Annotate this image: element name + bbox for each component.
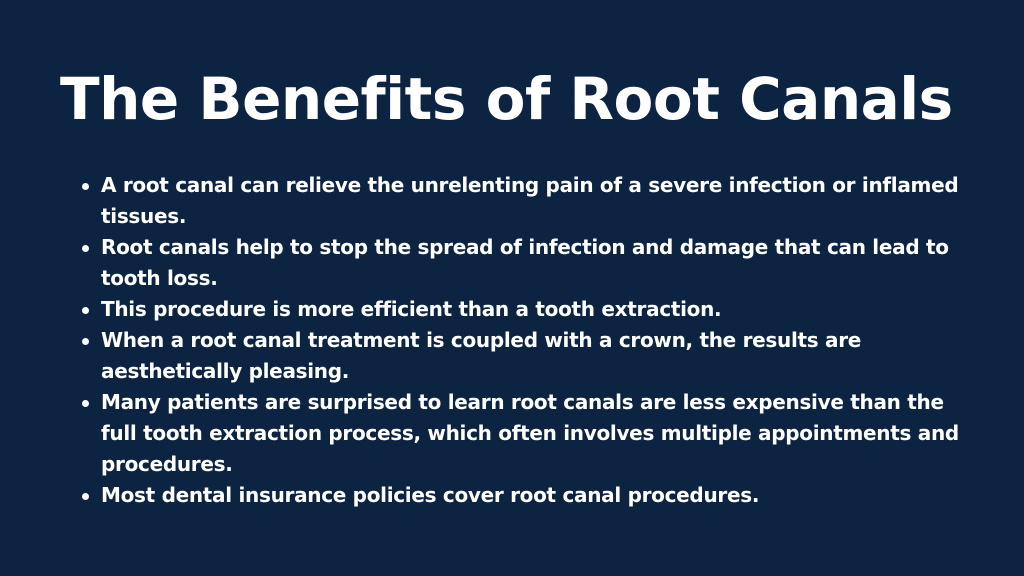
list-item: Most dental insurance policies cover roo… [82, 480, 972, 511]
list-item: Root canals help to stop the spread of i… [82, 232, 972, 294]
list-item: Many patients are surprised to learn roo… [82, 387, 972, 480]
list-item: A root canal can relieve the unrelenting… [82, 170, 972, 232]
list-item: This procedure is more efficient than a … [82, 294, 972, 325]
slide-title: The Benefits of Root Canals [60, 65, 953, 133]
list-item: When a root canal treatment is coupled w… [82, 325, 972, 387]
benefits-list: A root canal can relieve the unrelenting… [60, 170, 972, 511]
